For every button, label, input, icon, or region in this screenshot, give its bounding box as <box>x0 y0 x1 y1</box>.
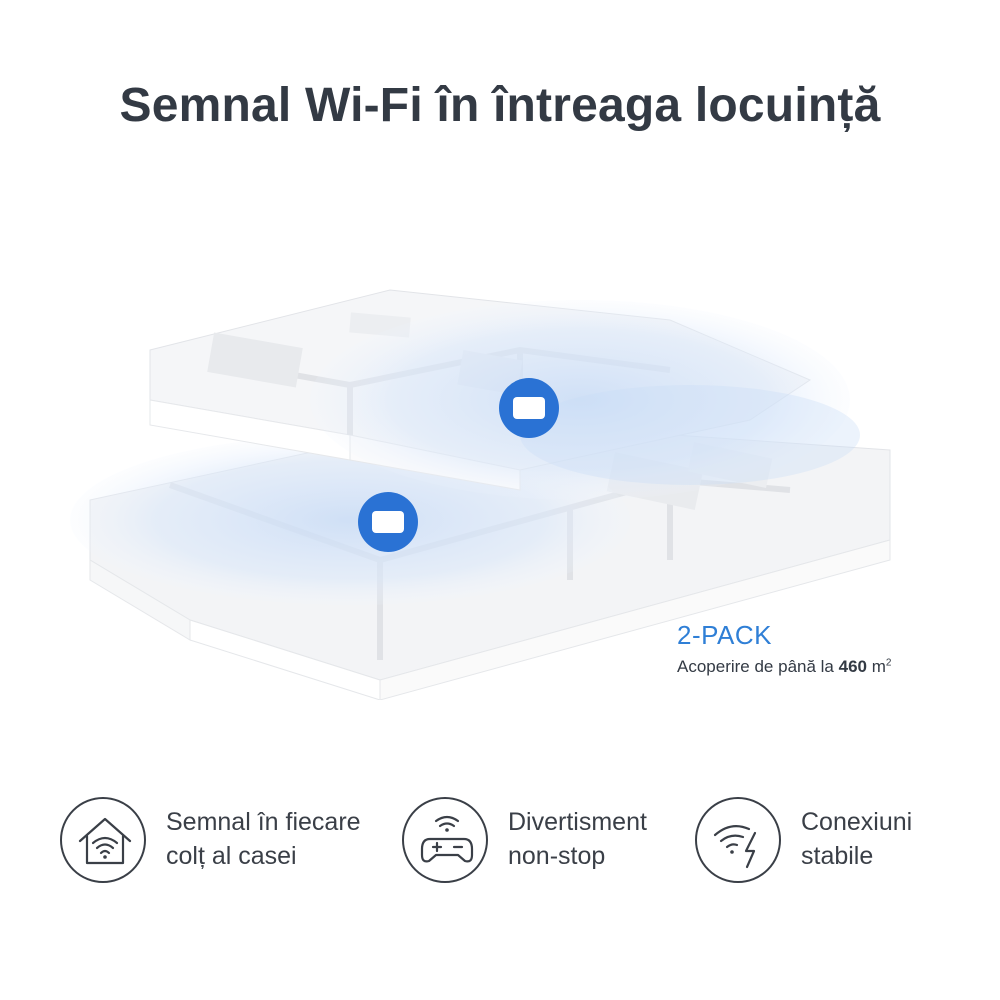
pack-description: Acoperire de până la 460 m2 <box>677 657 891 677</box>
feature-label-line1: Conexiuni <box>801 808 913 836</box>
page-title: Semnal Wi-Fi în întreaga locuință <box>119 79 881 132</box>
coverage-unit: m <box>871 657 886 676</box>
coverage-prefix: Acoperire de până la <box>677 657 834 676</box>
feature-label-line2: non-stop <box>508 842 606 870</box>
coverage-unit-sup: 2 <box>885 657 892 669</box>
coverage-value: 460 <box>838 657 867 676</box>
feature-label-line1: Divertisment <box>508 808 647 836</box>
pack-info: 2-PACK Acoperire de până la 460 m2 <box>677 620 891 677</box>
home-wifi-icon <box>78 817 132 865</box>
gamepad-wifi-icon <box>420 815 474 863</box>
mesh-device-upper <box>499 378 559 438</box>
feature-label-line2: stabile <box>801 842 874 870</box>
feature-stable-connections: Conexiuni stabile <box>695 797 955 887</box>
feature-label-line2: colț al casei <box>166 842 297 870</box>
feature-label-line1: Semnal în fiecare <box>166 808 361 836</box>
feature-home-coverage: Semnal în fiecare colț al casei <box>60 797 380 887</box>
mesh-device-lower <box>358 492 418 552</box>
coverage-zone-upper <box>310 300 850 500</box>
floor-plan-illustration <box>70 289 891 700</box>
feature-entertainment: Divertisment non-stop <box>402 797 682 887</box>
pack-title: 2-PACK <box>677 620 772 650</box>
wifi-bolt-icon <box>713 824 757 869</box>
